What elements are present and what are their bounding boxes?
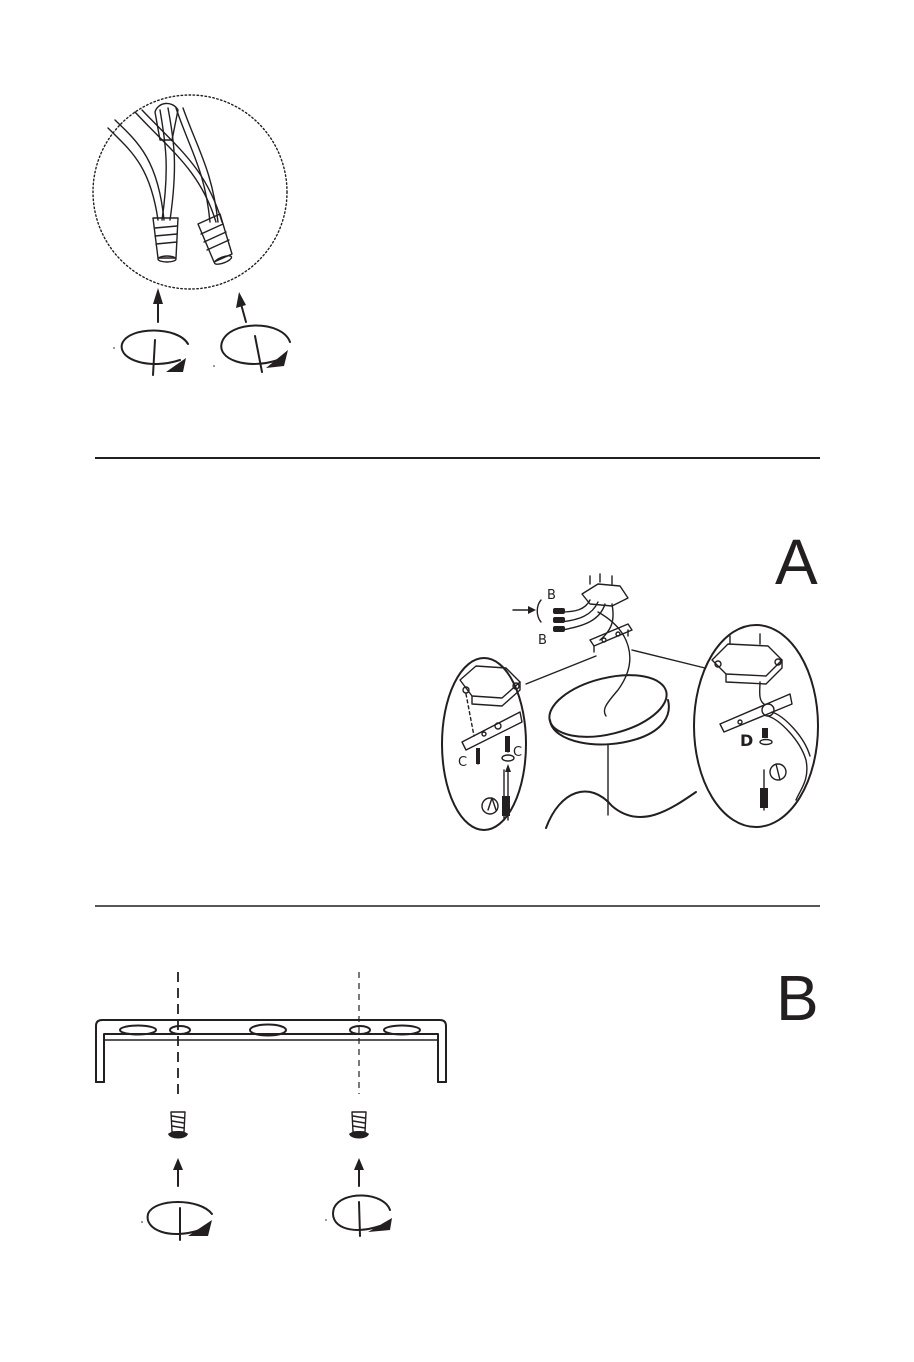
wire-nuts-b	[553, 608, 565, 632]
rotate-clockwise-icon-4	[325, 1195, 392, 1236]
rotate-clockwise-icon-3	[141, 1202, 212, 1240]
arrow-up-left	[153, 288, 163, 322]
wires	[108, 108, 222, 222]
canopy	[543, 664, 673, 747]
callout-right-content	[712, 634, 810, 810]
screw-left	[168, 1112, 188, 1186]
detail-circle	[93, 95, 287, 289]
supply-wires	[560, 600, 630, 716]
label-c-left: C	[458, 755, 467, 770]
label-b-bottom: B	[538, 633, 547, 648]
section-a-letter: A	[775, 530, 818, 594]
ceiling-cord	[546, 792, 696, 828]
label-b-top: B	[547, 588, 556, 603]
rotate-clockwise-icon-2	[213, 326, 290, 373]
rotate-clockwise-icon-1	[113, 331, 188, 376]
label-c-right: C	[513, 745, 522, 760]
wire-nut-left	[153, 218, 178, 262]
screw-right	[349, 1112, 369, 1186]
callout-right-circle	[694, 625, 818, 827]
section-b-letter: B	[776, 966, 819, 1030]
callout-left-content	[460, 666, 522, 820]
arrow-into-wirenut	[513, 600, 541, 622]
crossbar	[96, 1020, 446, 1082]
arrow-up-right	[236, 292, 246, 322]
label-d: D	[740, 731, 753, 750]
